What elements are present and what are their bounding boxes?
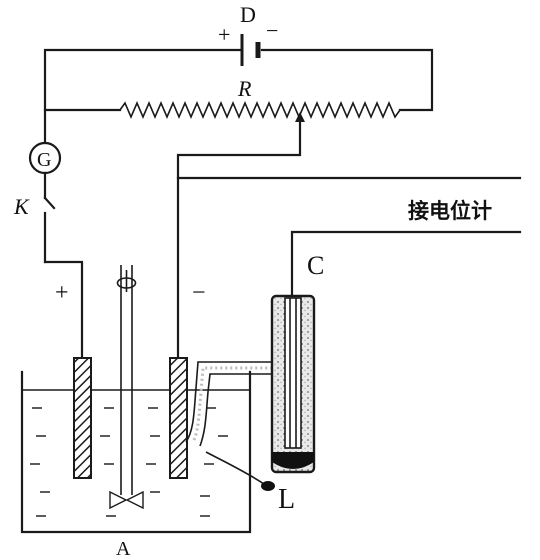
potentiometer-label: 接电位计 <box>408 199 492 223</box>
vessel-a: A <box>20 370 252 560</box>
salt-bridge-pointer: L <box>205 451 295 515</box>
battery-minus-label: − <box>266 18 278 43</box>
reference-electrode-c: C <box>270 251 324 474</box>
cathode-electrode <box>169 357 188 479</box>
top-circuit-wire <box>43 48 434 145</box>
salt-bridge-tube <box>185 361 276 447</box>
stirrer <box>109 265 144 510</box>
galvanometer-g: G <box>28 141 62 175</box>
reference-electrode-label: C <box>307 251 324 280</box>
switch-k: K <box>13 171 84 362</box>
resistor-label: R <box>237 76 252 101</box>
salt-bridge-label: L <box>278 484 295 515</box>
minus-electrode-label: − <box>192 280 206 306</box>
resistor-r: R <box>119 76 401 120</box>
potentiometer-leads: 接电位计 <box>176 176 522 312</box>
switch-label: K <box>13 194 30 219</box>
anode-electrode <box>73 357 92 479</box>
battery-d: D + − <box>218 2 278 66</box>
plus-electrode-label: + <box>55 280 69 306</box>
galvanometer-label: G <box>37 149 51 171</box>
sliding-contact <box>176 112 305 362</box>
battery-label: D <box>240 2 256 27</box>
battery-plus-label: + <box>218 22 230 47</box>
vessel-label: A <box>116 538 131 560</box>
